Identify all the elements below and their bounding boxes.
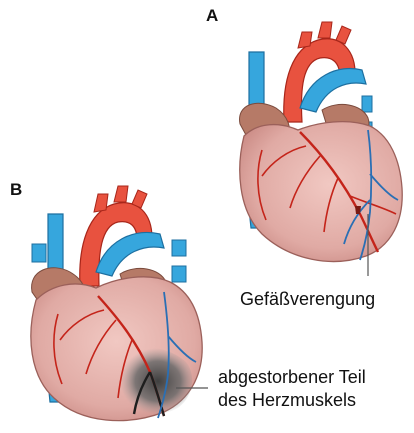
panel-label-b: B (10, 180, 22, 200)
heart-b (31, 186, 208, 421)
dead-tissue-label-line2: des Herzmuskels (218, 389, 356, 411)
dead-tissue-label-line1: abgestorbener Teil (218, 366, 366, 388)
stenosis-marker (355, 206, 361, 214)
heart-a-ventricles (240, 122, 402, 262)
heart-a (240, 22, 403, 276)
stenosis-label: Gefäßverengung (240, 288, 375, 310)
panel-label-a: A (206, 6, 218, 26)
